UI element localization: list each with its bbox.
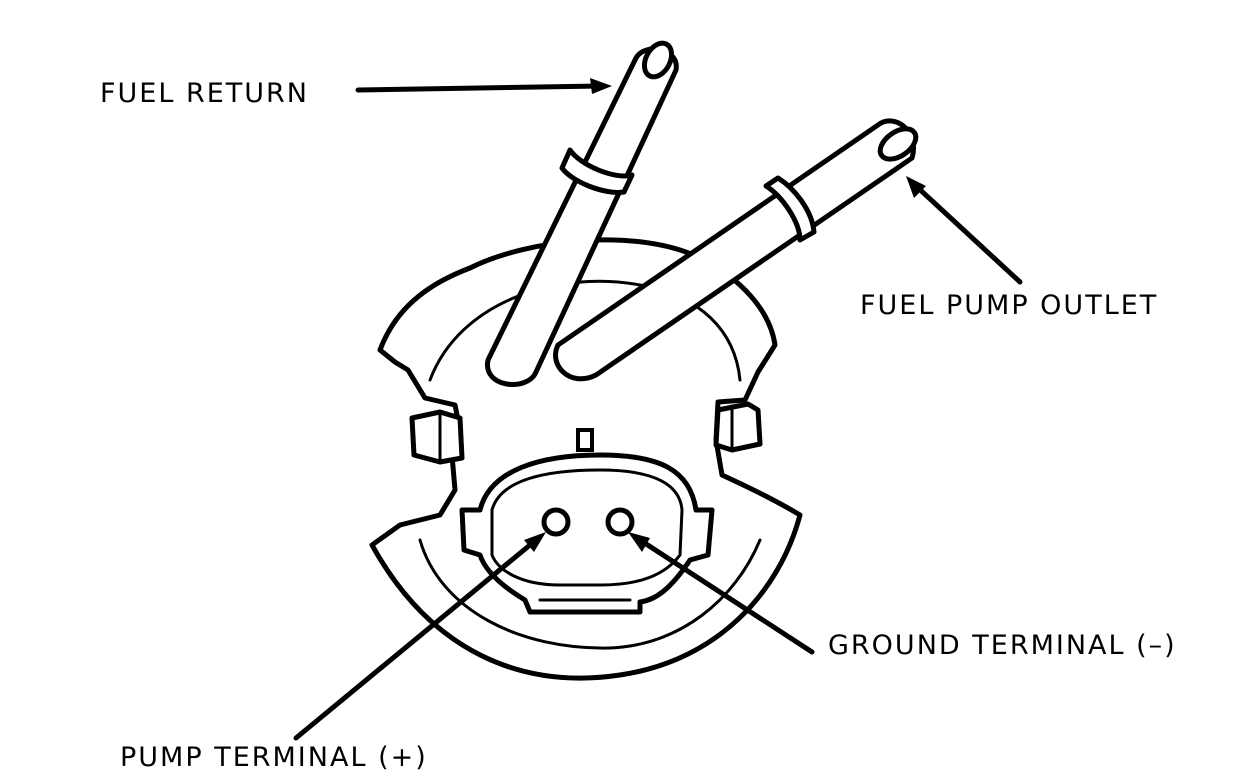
ground-terminal-label: GROUND TERMINAL (–) [828, 630, 1177, 661]
pump-terminal-pin [541, 507, 571, 537]
leader-fuel-pump-outlet [906, 176, 1023, 285]
leader-ground-terminal [628, 532, 815, 655]
fuel-return-tube [485, 40, 679, 387]
flange-inner-ring-lower [418, 538, 762, 650]
fuel-return-label: FUEL RETURN [100, 78, 310, 109]
flange-inner-ring [428, 279, 742, 382]
leader-pump-terminal [293, 532, 546, 741]
left-mount-tab [409, 409, 465, 465]
fuel-pump-outlet-label: FUEL PUMP OUTLET [860, 290, 1159, 321]
pump-terminal-label: PUMP TERMINAL (+) [120, 742, 428, 773]
electrical-connector [459, 428, 715, 615]
ground-terminal-pin [605, 507, 635, 537]
right-mount-tab [713, 401, 763, 453]
leader-fuel-return [355, 78, 612, 94]
connector-key [576, 428, 594, 452]
fuel-pump-outlet-tube [553, 118, 919, 382]
